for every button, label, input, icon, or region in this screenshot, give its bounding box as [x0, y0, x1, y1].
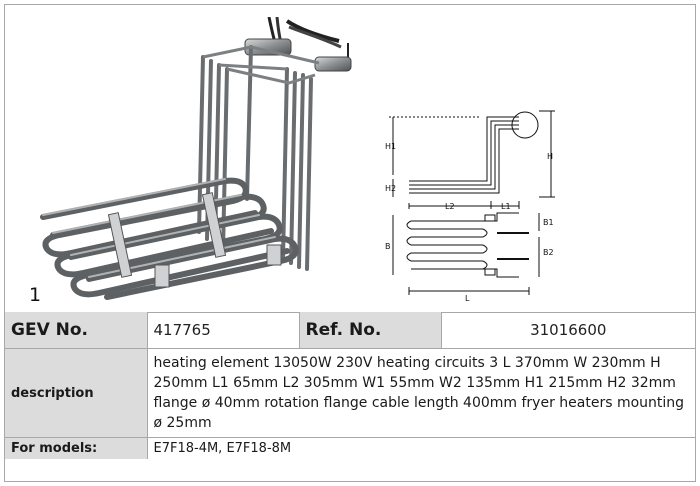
drawing-label-l2: L2	[445, 202, 455, 211]
models-label: For models:	[5, 437, 148, 459]
ref-label: Ref. No.	[298, 312, 442, 349]
drawing-label-b1: B1	[543, 218, 554, 227]
models-value: E7F18-4M, E7F18-8M	[146, 437, 695, 459]
drawing-label-b2: B2	[543, 248, 554, 257]
dimension-drawing: H1 H2 H L2 L1 B1 B B2 L	[385, 110, 555, 303]
item-number: 1	[29, 284, 42, 306]
drawing-label-h2: H2	[385, 184, 396, 193]
drawing-label-l: L	[465, 294, 470, 303]
spec-row-models: For models: E7F18-4M, E7F18-8M	[5, 437, 695, 459]
heating-element-photo	[40, 17, 352, 300]
drawing-label-l1: L1	[501, 202, 511, 211]
description-value: heating element 13050W 230V heating circ…	[146, 348, 695, 438]
gev-label: GEV No.	[5, 312, 148, 349]
product-sheet: H1 H2 H L2 L1 B1 B B2 L 1 GEV No. 417765…	[4, 4, 696, 482]
drawing-label-b: B	[385, 242, 391, 251]
product-image-area: H1 H2 H L2 L1 B1 B B2 L 1	[5, 5, 695, 313]
drawing-label-h1: H1	[385, 142, 396, 151]
description-label: description	[5, 348, 148, 438]
spec-row-ids: GEV No. 417765 Ref. No. 31016600	[5, 312, 695, 349]
ref-value: 31016600	[440, 312, 695, 349]
spec-row-description: description heating element 13050W 230V …	[5, 348, 695, 438]
drawing-label-h: H	[547, 152, 553, 161]
gev-value: 417765	[146, 312, 300, 349]
spec-table: GEV No. 417765 Ref. No. 31016600 descrip…	[5, 312, 695, 459]
